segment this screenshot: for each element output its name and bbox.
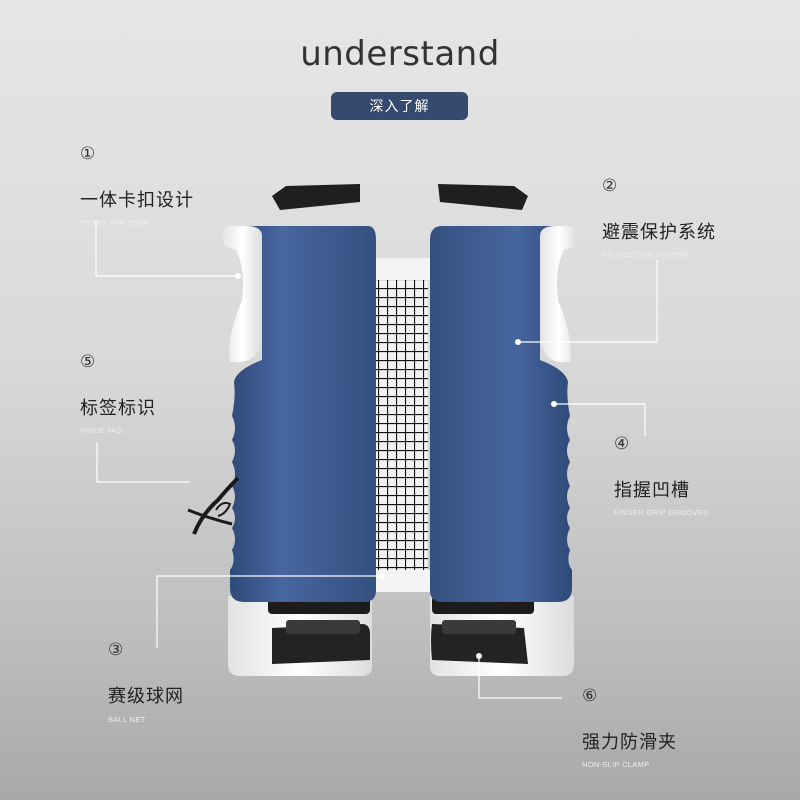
pointer-dot-6 bbox=[476, 653, 482, 659]
pointer-dot-3 bbox=[379, 573, 385, 579]
feature-number: ① bbox=[80, 144, 96, 164]
clamp-pad-left bbox=[286, 620, 360, 634]
feature-number: ③ bbox=[108, 640, 124, 660]
pointer-dot-1 bbox=[235, 273, 241, 279]
net-top-band bbox=[372, 258, 430, 280]
feature-number: ④ bbox=[614, 434, 630, 454]
feature-subtitle: PROTECTIVE SYSTEM bbox=[602, 250, 688, 259]
brand-logo bbox=[187, 476, 240, 535]
blue-post-right bbox=[430, 226, 572, 602]
net-mesh bbox=[374, 280, 428, 570]
leader-5 bbox=[96, 442, 190, 483]
white-arm-left bbox=[222, 226, 262, 362]
leader-2 bbox=[518, 260, 658, 343]
feature-title: 避震保护系统 bbox=[602, 222, 716, 243]
net-bottom-band bbox=[372, 570, 430, 592]
feature-subtitle: PRESS THE SNAP bbox=[80, 218, 150, 227]
feature-title: 一体卡扣设计 bbox=[80, 190, 194, 211]
feature-number: ⑥ bbox=[582, 686, 598, 706]
page-title: understand bbox=[300, 34, 500, 74]
feature-title: 标签标识 bbox=[80, 398, 156, 419]
leader-3 bbox=[156, 575, 382, 648]
pointer-dot-4 bbox=[551, 401, 557, 407]
leader-6 bbox=[478, 656, 562, 699]
pointer-dot-2 bbox=[515, 339, 521, 345]
feature-title: 强力防滑夹 bbox=[582, 732, 677, 753]
feature-number: ⑤ bbox=[80, 352, 96, 372]
feature-subtitle: NON-SLIP CLAMP bbox=[582, 760, 650, 769]
feature-subtitle: PRICE TAG bbox=[80, 426, 123, 435]
feature-title: 赛级球网 bbox=[108, 686, 184, 707]
feature-title: 指握凹槽 bbox=[614, 480, 690, 501]
blue-post-left bbox=[230, 226, 376, 602]
leader-1 bbox=[95, 220, 238, 277]
leader-4 bbox=[554, 403, 646, 436]
feature-number: ② bbox=[602, 176, 618, 196]
clamp-pad-right bbox=[442, 620, 516, 634]
top-cap-left bbox=[272, 184, 360, 210]
feature-subtitle: BALL NET bbox=[108, 715, 146, 724]
learn-more-badge: 深入了解 bbox=[331, 92, 468, 120]
top-cap-right bbox=[438, 184, 528, 210]
white-arm-right bbox=[540, 226, 578, 362]
feature-subtitle: FINGER GRIP GROOVES bbox=[614, 508, 709, 517]
